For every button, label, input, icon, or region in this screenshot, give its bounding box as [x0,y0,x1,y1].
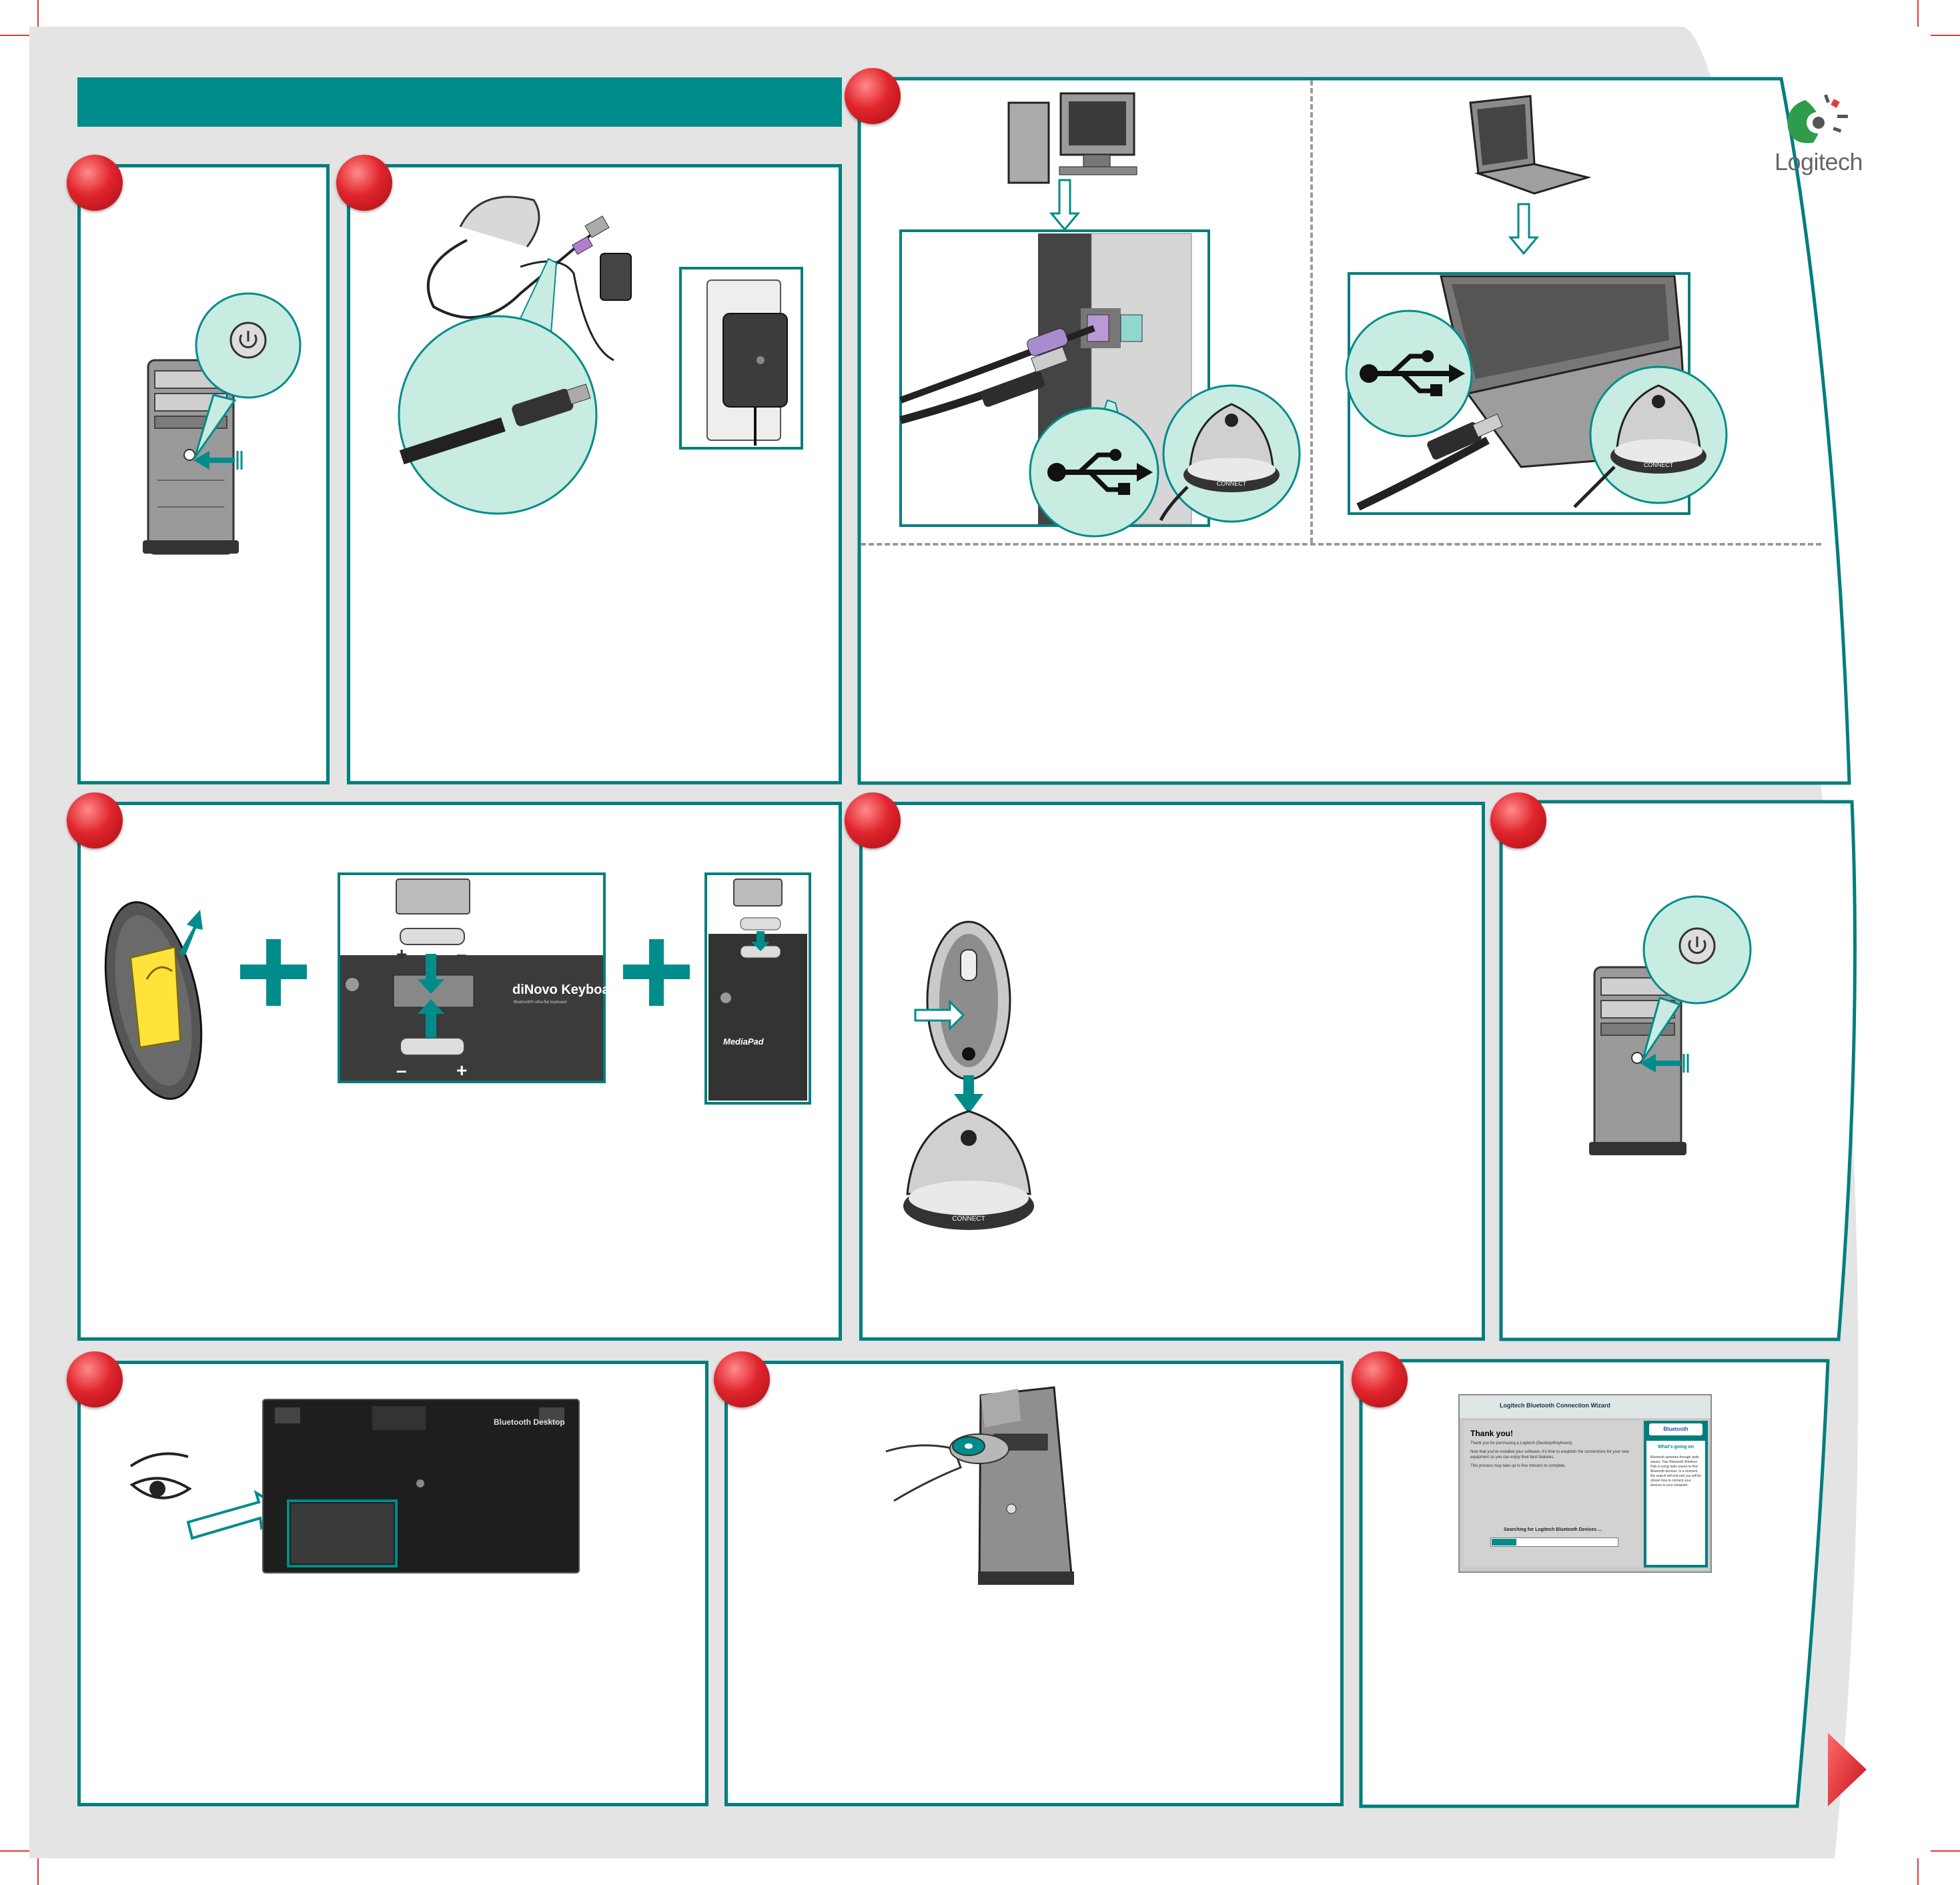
divider-horizontal [861,543,1821,546]
mediapad-label: MediaPad [723,1037,765,1047]
bluetooth-badge: Bluetooth [1649,1423,1702,1435]
laptop-illustration [1469,95,1592,195]
wizard-paragraph-2: Now that you've installed your software,… [1470,1450,1629,1459]
mouse-illustration [926,920,1011,1081]
mouse-underside-illustration [104,901,203,1100]
step-marker-3 [845,68,901,124]
step-marker-7 [67,1351,123,1407]
crop-mark [0,35,29,36]
crop-mark [37,0,39,27]
polarity-plus: + [396,944,407,965]
wizard-paragraph-1: Thank you for purchasing a Logitech (Des… [1470,1441,1573,1445]
receiver-label: CONNECT [1644,462,1674,468]
wizard-paragraph-3: This process may take up to five minutes… [1470,1464,1566,1468]
desktop-label: Bluetooth Desktop [494,1417,565,1427]
wizard-progress-fill [1492,1539,1517,1545]
wizard-status: Searching for Logitech Bluetooth Devices… [1504,1527,1602,1532]
eye-icon [129,1452,192,1499]
wall-outlet-illustration [679,267,803,450]
plus-icon [240,939,307,1006]
polarity-plus: + [456,1060,467,1081]
wizard-text: Thank you for purchasing a Logitech (Des… [1470,1441,1637,1469]
wizard-sidebar-heading: What's going on [1657,1445,1694,1449]
step-marker-6 [1490,792,1546,848]
step-marker-4 [67,792,123,848]
step-marker-9 [1352,1351,1408,1407]
plus-icon [623,939,690,1006]
wizard-sidebar-text: Bluetooth operates through radio waves. … [1650,1455,1701,1487]
receiver-illustration: CONNECT [903,1110,1034,1230]
logitech-logo-icon [1787,94,1848,143]
usb-icon [1360,350,1465,396]
wizard-titlebar: Logitech Bluetooth Connection Wizard [1460,1395,1710,1418]
crop-mark [0,1850,29,1852]
step-marker-5 [845,792,901,848]
crop-mark [37,1858,39,1885]
polarity-minus: – [396,1060,407,1081]
receiver-label: CONNECT [952,1215,985,1223]
battery-cover [396,878,470,914]
receiver-illustration [459,195,540,247]
step-marker-1 [67,155,123,211]
crop-mark [1917,0,1919,27]
wizard-progress-bar [1490,1537,1618,1547]
connection-wizard-window: Logitech Bluetooth Connection Wizard Tha… [1458,1394,1712,1573]
connect-buttons-highlight [287,1499,398,1567]
receiver-label: CONNECT [1217,480,1247,487]
crop-mark [1931,1850,1960,1852]
keyboard-subtitle-label: Bluetooth® ultra-flat keyboard [514,1000,566,1005]
pc-tower-illustration [978,1386,1074,1585]
usb-icon [1047,449,1153,495]
keyboard-brand-label: diNovo Keyboard [512,983,623,997]
next-page-arrow-icon[interactable] [1828,1733,1868,1806]
wizard-sidebar: Bluetooth What's going on Bluetooth oper… [1644,1421,1708,1567]
polarity-minus: – [456,944,467,965]
logo-wordmark: Logitech [1774,148,1863,175]
step-marker-2 [336,155,392,211]
header-bar [77,77,842,127]
logitech-logo: Logitech [1759,87,1879,187]
battery-cover [733,878,783,906]
wizard-body: Thank you! Thank you for purchasing a Lo… [1464,1421,1642,1567]
step-marker-8 [714,1351,770,1407]
crop-mark [1917,1858,1919,1885]
receiver-illustration: CONNECT [1573,384,1706,508]
wizard-heading: Thank you! [1470,1429,1514,1438]
divider-vertical [1310,80,1313,543]
zoom-bubble [398,315,598,515]
receiver-illustration: CONNECT [1159,403,1280,522]
arrow-icon [1640,1054,1681,1073]
wizard-sidebar-panel: What's going on Bluetooth operates throu… [1646,1441,1705,1565]
wizard-title: Logitech Bluetooth Connection Wizard [1500,1402,1610,1409]
arrow-icon [193,451,235,470]
crop-mark [1931,35,1960,36]
desktop-computer-illustration [1007,92,1137,184]
